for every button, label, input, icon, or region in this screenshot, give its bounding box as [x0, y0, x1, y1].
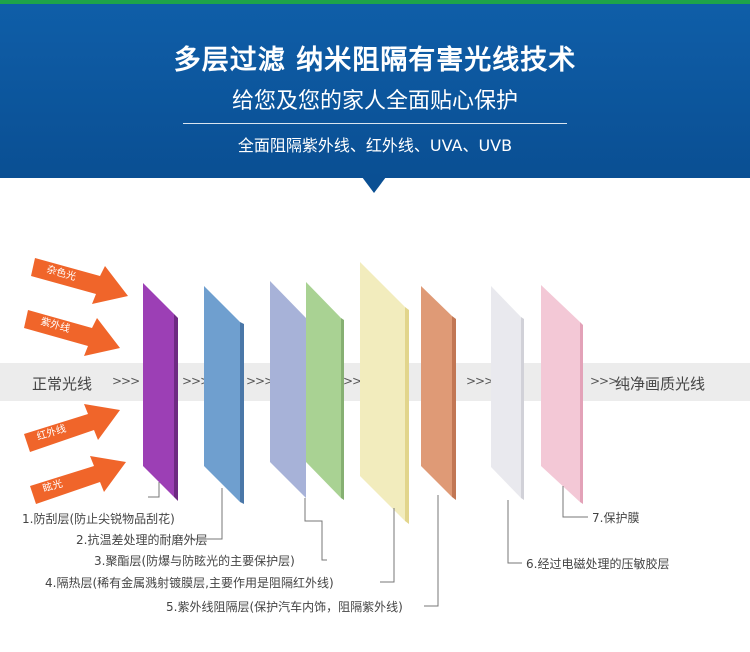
pure-light-label: 纯净画质光线 [615, 375, 706, 393]
banner-pointer [362, 177, 386, 193]
ray-arrow-glare: 眩光 [30, 456, 126, 504]
ray-arrow-color-light: 杂色光 [31, 258, 128, 304]
layer-5-uv-block [421, 286, 456, 500]
chevron: >>> [590, 374, 618, 388]
page-title: 多层过滤 纳米阻隔有害光线技术 [173, 45, 577, 76]
chevron: >>> [246, 374, 274, 388]
chevron: >>> [112, 374, 140, 388]
chevron: >>> [466, 374, 494, 388]
layer-1-scratch-resistant [143, 283, 178, 501]
callout-layer-2: 2.抗温差处理的耐磨外层 [76, 533, 208, 547]
callout-layer-7: 7.保护膜 [592, 511, 640, 525]
leader-line [190, 488, 223, 540]
callout-layer-1: 1.防刮层(防止尖锐物品刮花) [22, 512, 175, 526]
leader-line [507, 500, 522, 564]
header-tagline: 全面阻隔紫外线、红外线、UVA、UVB [237, 136, 513, 155]
leader-line [380, 508, 395, 583]
layer-3-polyester-b [306, 282, 344, 500]
leader-line [424, 495, 439, 607]
leader-line [148, 482, 160, 498]
callout-layer-6: 6.经过电磁处理的压敏胶层 [526, 557, 670, 571]
chevron: >>> [182, 374, 210, 388]
leader-line [562, 486, 588, 518]
callout-layer-3: 3.聚酯层(防爆与防眩光的主要保护层) [94, 554, 295, 568]
top-accent-stripe [0, 0, 750, 4]
header-banner [0, 4, 750, 178]
page-subtitle: 给您及您的家人全面贴心保护 [231, 89, 518, 114]
layer-6-adhesive [491, 286, 524, 500]
callout-layer-5: 5.紫外线阻隔层(保护汽车内饰，阻隔紫外线) [166, 600, 403, 614]
layer-7-protective-film [541, 285, 583, 504]
header-divider [183, 123, 567, 124]
ray-arrow-infrared: 红外线 [24, 404, 120, 452]
callout-leaders [148, 482, 588, 607]
layer-2-wear-resistant [204, 286, 244, 504]
leader-line [304, 498, 327, 561]
ray-arrow-uv: 紫外线 [24, 310, 120, 356]
layer-3-polyester-a [270, 281, 306, 498]
layer-4-heat-insulation [360, 262, 409, 524]
normal-light-label: 正常光线 [32, 375, 93, 393]
callout-layer-4: 4.隔热层(稀有金属溅射镀膜层,主要作用是阻隔红外线) [45, 576, 334, 590]
